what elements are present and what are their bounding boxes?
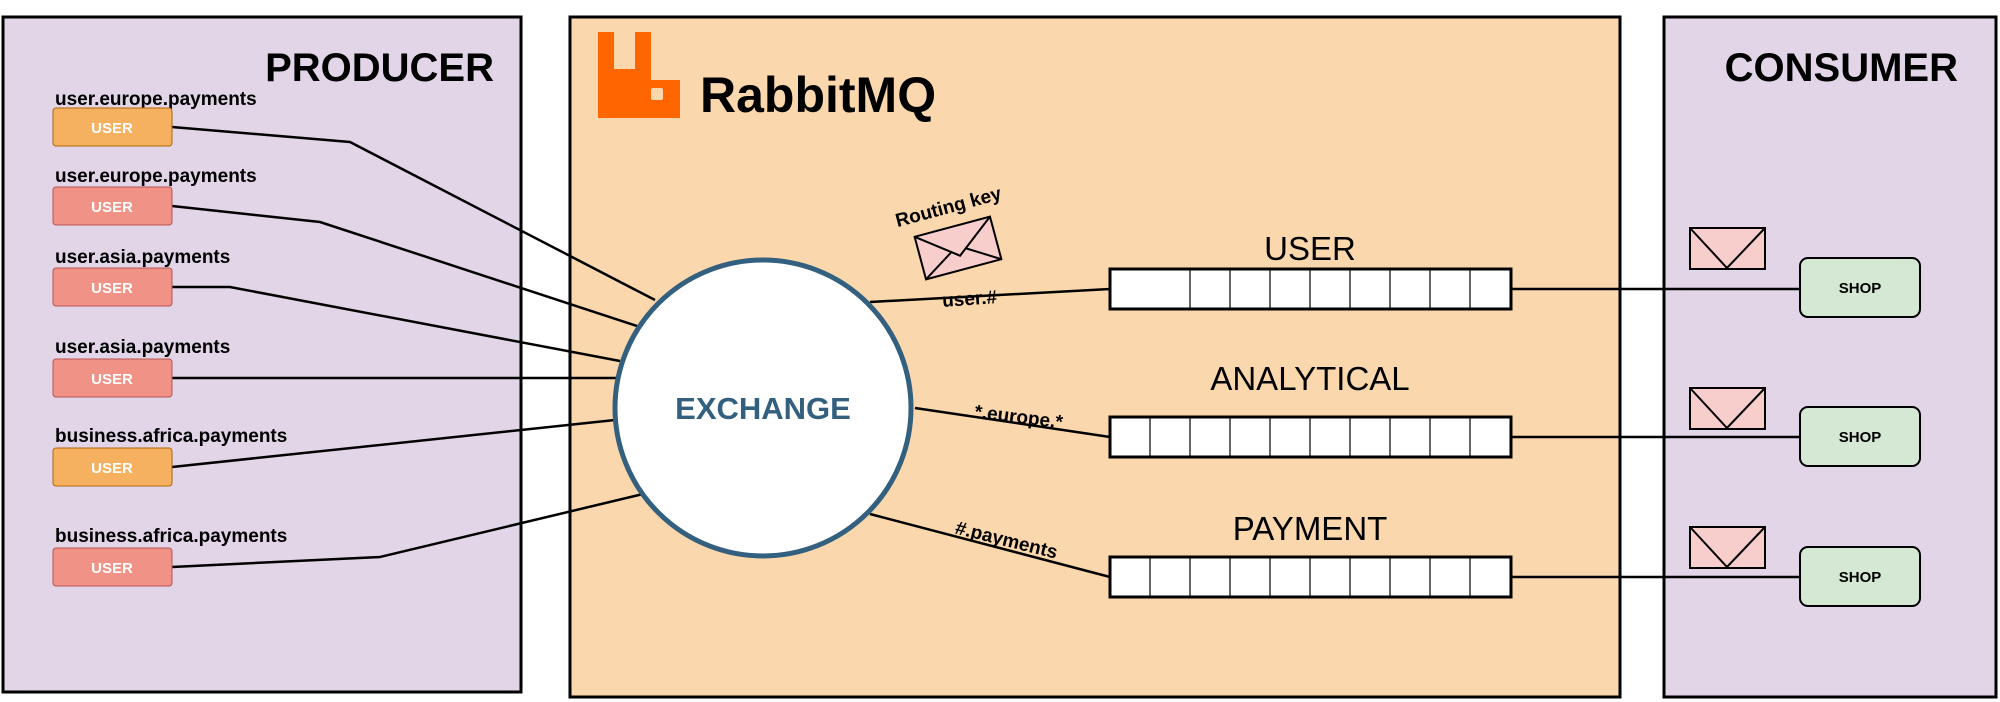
shop-label: SHOP xyxy=(1839,429,1882,446)
rabbitmq-logo-icon xyxy=(598,32,680,118)
shop-button[interactable] xyxy=(1799,546,1921,607)
producer-item: user.asia.payments USER xyxy=(52,247,230,307)
user-button[interactable] xyxy=(52,186,173,226)
producer-item: business.africa.payments USER xyxy=(52,426,287,487)
queue-title: USER xyxy=(1264,230,1356,267)
user-button-label: USER xyxy=(91,199,133,216)
producer-routing-key: user.europe.payments xyxy=(55,166,257,187)
binding-key-user: user.# xyxy=(941,287,998,312)
user-button[interactable] xyxy=(52,107,173,147)
queue-payment: PAYMENT xyxy=(1108,510,1513,599)
producer-routing-key: user.europe.payments xyxy=(55,89,257,110)
producer-item: user.europe.payments USER xyxy=(52,166,257,226)
producer-title: PRODUCER xyxy=(265,46,494,90)
shop-consumer: SHOP xyxy=(1799,257,1921,318)
user-button-label: USER xyxy=(91,120,133,137)
producer-routing-key: user.asia.payments xyxy=(55,247,230,268)
message-envelope-icon xyxy=(1689,526,1766,569)
broker-name: RabbitMQ xyxy=(700,67,936,123)
binding-wires xyxy=(869,287,1111,579)
consumer-panel xyxy=(1662,15,1998,699)
producer-routing-key: business.africa.payments xyxy=(55,426,287,447)
queue-title: ANALYTICAL xyxy=(1210,360,1409,397)
exchange-label: EXCHANGE xyxy=(675,391,851,426)
exchange-node[interactable] xyxy=(612,257,914,559)
producer-item: user.europe.payments USER xyxy=(52,89,257,147)
routing-key-envelope-icon xyxy=(913,215,1003,281)
producer-routing-key: user.asia.payments xyxy=(55,337,230,358)
queue-title: PAYMENT xyxy=(1233,510,1388,547)
message-envelope-icon xyxy=(1689,387,1766,430)
queue-user: USER xyxy=(1108,230,1513,311)
producer-item: user.asia.payments USER xyxy=(52,337,230,398)
message-envelope-icon xyxy=(1689,227,1766,270)
user-button-label: USER xyxy=(91,280,133,297)
queue-slots xyxy=(1189,269,1471,309)
producer-wires xyxy=(171,125,656,569)
consumer-title: CONSUMER xyxy=(1725,46,1958,90)
producer-routing-key: business.africa.payments xyxy=(55,526,287,547)
user-button-label: USER xyxy=(91,560,133,577)
user-button[interactable] xyxy=(52,447,173,487)
queue-slots xyxy=(1149,557,1471,597)
shop-consumer: SHOP xyxy=(1799,406,1921,467)
shop-button[interactable] xyxy=(1799,257,1921,318)
queue-slots xyxy=(1149,417,1471,457)
user-button-label: USER xyxy=(91,460,133,477)
user-button[interactable] xyxy=(52,267,173,307)
consumer-wires xyxy=(1511,287,1800,579)
shop-label: SHOP xyxy=(1839,280,1882,297)
user-button-label: USER xyxy=(91,371,133,388)
producer-item: business.africa.payments USER xyxy=(52,526,287,587)
shop-label: SHOP xyxy=(1839,569,1882,586)
user-button[interactable] xyxy=(52,547,173,587)
queue-analytical: ANALYTICAL xyxy=(1108,360,1513,459)
user-button[interactable] xyxy=(52,358,173,398)
shop-consumer: SHOP xyxy=(1799,546,1921,607)
shop-button[interactable] xyxy=(1799,406,1921,467)
